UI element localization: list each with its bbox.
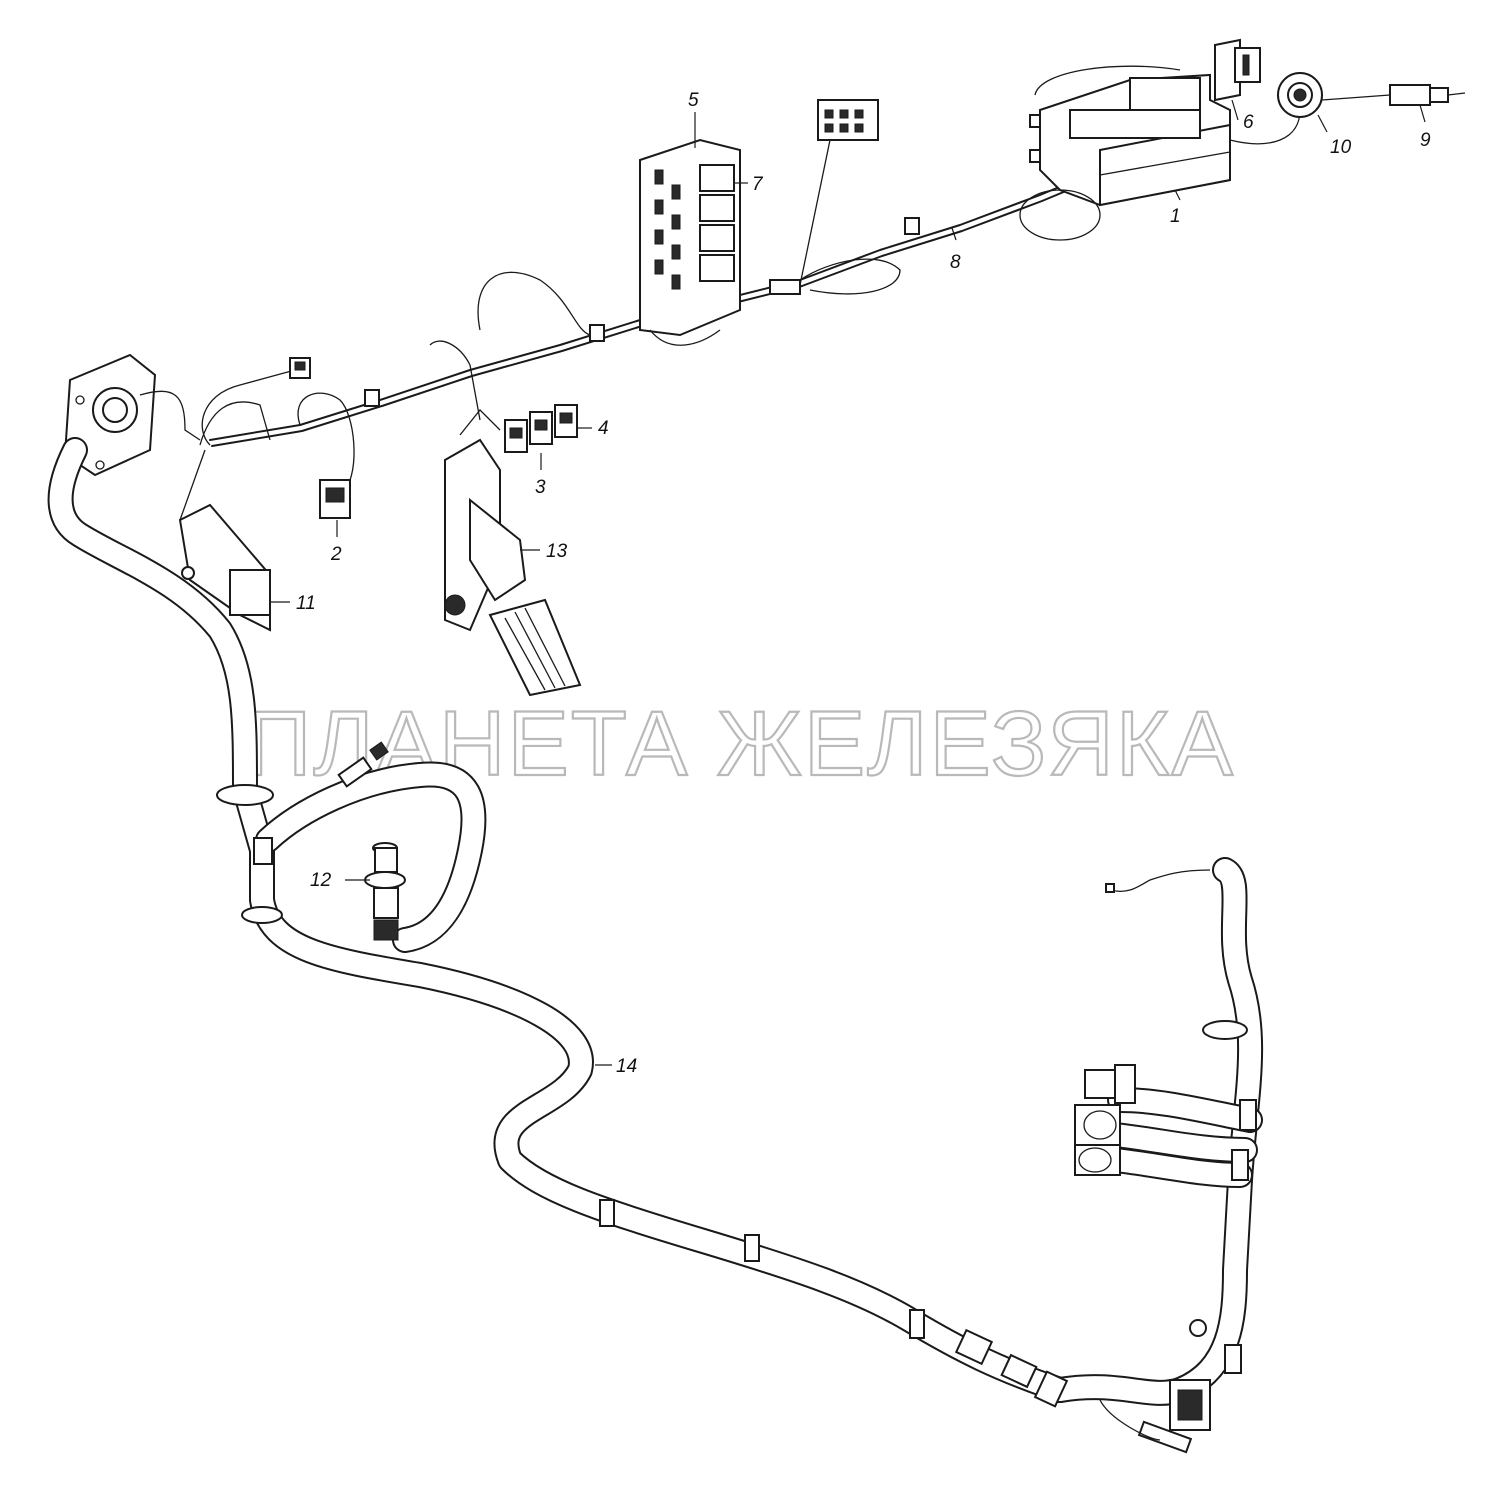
callout-9: 9 xyxy=(1420,130,1431,151)
callout-14: 14 xyxy=(616,1056,637,1077)
top-right-pigtail xyxy=(1105,869,1211,893)
module-11 xyxy=(178,449,271,632)
connector-top xyxy=(817,99,879,141)
bracket-6 xyxy=(1214,38,1261,102)
callout-13: 13 xyxy=(546,541,568,562)
connector-9 xyxy=(1321,84,1466,106)
callout-4: 4 xyxy=(598,418,609,439)
bottom-inline-connectors xyxy=(954,1319,1211,1454)
right-connector-mid xyxy=(1074,1104,1121,1146)
socket-10 xyxy=(1277,72,1323,118)
callout-7: 7 xyxy=(752,174,764,195)
branch-connector xyxy=(337,741,389,788)
callout-11: 11 xyxy=(296,593,316,614)
callout-2: 2 xyxy=(330,544,342,565)
switch-block-3-4 xyxy=(504,404,578,453)
callout-6: 6 xyxy=(1243,112,1254,133)
connector-small xyxy=(289,357,311,379)
callout-3: 3 xyxy=(535,477,546,498)
callout-8: 8 xyxy=(950,252,961,273)
hose-collar xyxy=(216,784,274,806)
central-unit-1 xyxy=(1019,65,1301,241)
cable-clip xyxy=(364,389,380,407)
connector-2 xyxy=(319,479,351,519)
diagnostic-socket-housing xyxy=(63,353,201,477)
callout-labels: 5 7 1 8 6 10 9 4 3 2 11 13 12 14 xyxy=(296,90,1431,1077)
callout-12: 12 xyxy=(310,870,332,891)
right-connector-low xyxy=(1074,1144,1121,1176)
cable-clip xyxy=(589,324,605,342)
callout-10: 10 xyxy=(1330,137,1352,158)
accelerator-pedal-13 xyxy=(444,409,582,697)
sensor-12 xyxy=(364,842,406,941)
main-harness-14 xyxy=(47,437,1264,1406)
callout-1: 1 xyxy=(1170,206,1181,227)
relay-stack-7 xyxy=(699,164,735,282)
cable-clip xyxy=(904,217,920,235)
relay-block-5 xyxy=(639,138,801,346)
callout-5: 5 xyxy=(688,90,699,111)
callout-leaders xyxy=(270,99,1426,1066)
right-connector-top xyxy=(1084,1064,1136,1104)
